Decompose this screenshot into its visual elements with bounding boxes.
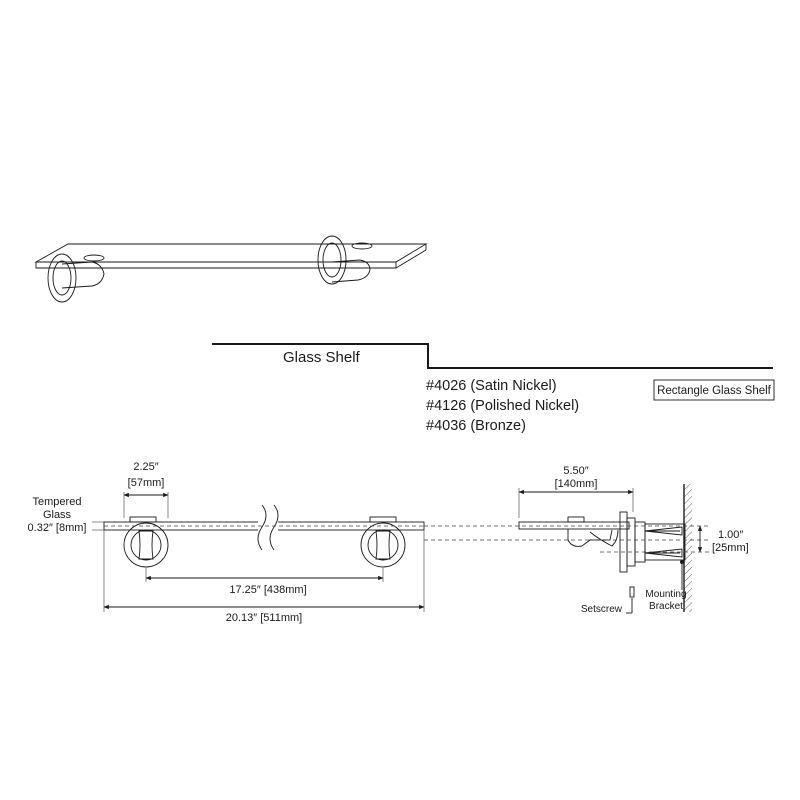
depth-dimension: 5.50″ [140mm]	[518, 465, 634, 518]
product-name-box	[653, 379, 775, 401]
height-mm: [25mm]	[712, 542, 749, 554]
model-4126: #4126 (Polished Nickel)	[426, 398, 579, 414]
depth-mm: [140mm]	[555, 478, 598, 490]
post-width-dimension: 2.25″ [57mm]	[123, 461, 169, 518]
post-width-mm: [57mm]	[128, 477, 165, 489]
product-name-label: Rectangle Glass Shelf	[657, 385, 772, 397]
depth-in: 5.50″	[563, 465, 588, 477]
glass-thickness-value: 0.32″ [8mm]	[28, 522, 87, 534]
overall-length-dimension: 20.13″ [511mm]	[103, 530, 425, 624]
glass-thickness-dimension: Tempered Glass 0.32″ [8mm]	[28, 496, 104, 534]
height-in: 1.00″	[718, 529, 743, 541]
shelf-title: Glass Shelf	[283, 349, 361, 366]
side-view	[424, 484, 710, 612]
height-dimension: 1.00″ [25mm]	[697, 525, 749, 554]
post-spacing-value: 17.25″ [438mm]	[229, 584, 306, 596]
mounting-label: Mounting	[645, 589, 686, 600]
mounting-bracket-callout: Mounting Bracket	[645, 560, 687, 612]
tempered-label: Tempered	[33, 496, 82, 508]
model-4026: #4026 (Satin Nickel)	[426, 378, 557, 394]
front-view	[103, 504, 425, 568]
setscrew-callout: Setscrew	[581, 586, 635, 615]
header-step-line	[212, 343, 773, 369]
product-perspective-illustration	[34, 235, 428, 303]
post-width-in: 2.25″	[133, 461, 158, 473]
setscrew-label: Setscrew	[581, 604, 623, 615]
glass-label: Glass	[43, 509, 72, 521]
overall-length-value: 20.13″ [511mm]	[226, 612, 302, 624]
model-4036: #4036 (Bronze)	[426, 418, 526, 434]
post-spacing-dimension: 17.25″ [438mm]	[145, 568, 384, 596]
bracket-label: Bracket	[649, 601, 683, 612]
